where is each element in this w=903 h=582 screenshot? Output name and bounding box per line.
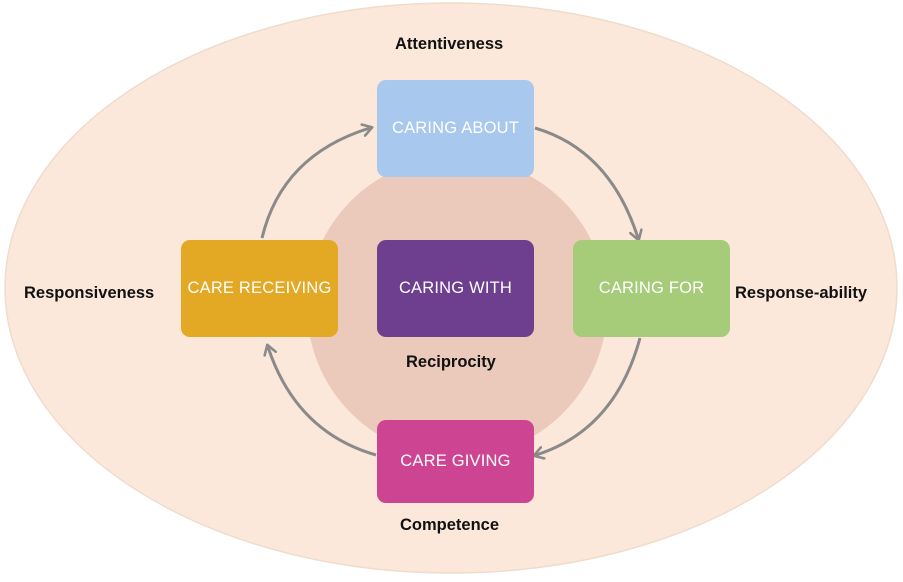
caring-about-box: CARING ABOUT: [377, 80, 534, 177]
arrow-receiving-to-about: [260, 128, 370, 239]
caring-for-label: CARING FOR: [598, 279, 705, 297]
caring-with-box: CARING WITH: [377, 240, 534, 337]
reciprocity-label: Reciprocity: [406, 353, 496, 371]
attentiveness-label: Attentiveness: [395, 35, 504, 53]
responsiveness-label: Responsiveness: [24, 284, 155, 302]
arrow-giving-to-receiving: [268, 347, 377, 457]
caring-with-label: CARING WITH: [398, 279, 513, 297]
caring-about-label: CARING ABOUT: [391, 119, 520, 137]
arrow-for-to-giving: [536, 337, 642, 455]
care-giving-box: CARE GIVING: [377, 420, 534, 503]
arrow-about-to-for: [534, 126, 638, 238]
competence-label: Competence: [400, 516, 500, 534]
care-receiving-box: CARE RECEIVING: [181, 240, 338, 337]
caring-for-box: CARING FOR: [573, 240, 730, 337]
response-ability-label: Response-ability: [735, 284, 868, 302]
care-receiving-label: CARE RECEIVING: [187, 279, 332, 297]
care-giving-label: CARE GIVING: [400, 452, 511, 470]
